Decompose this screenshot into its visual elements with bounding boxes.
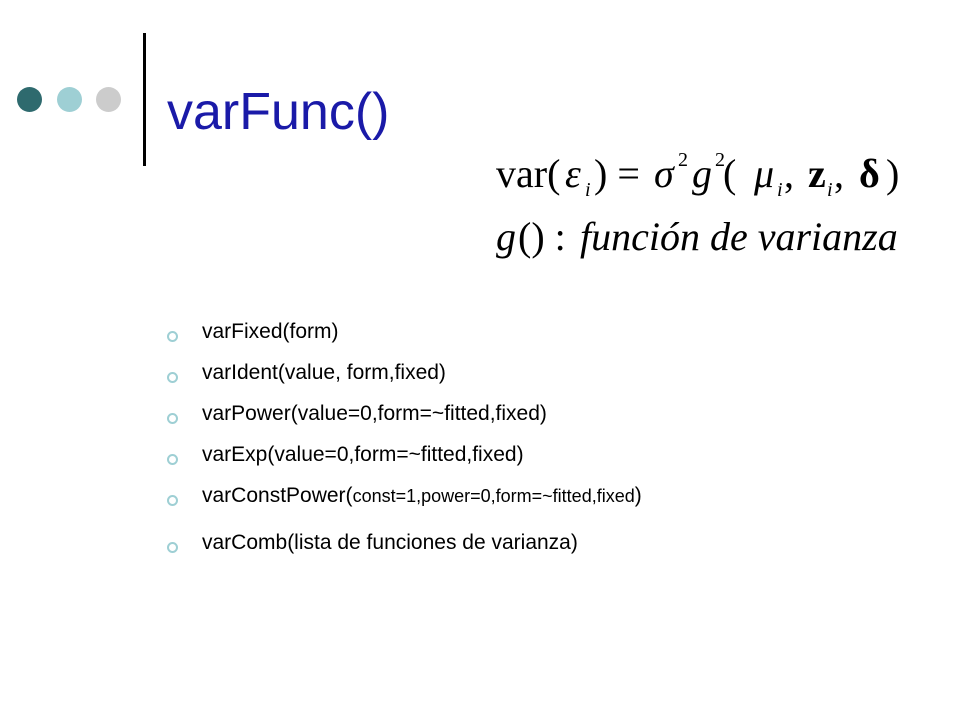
- formula-sub-i-2: i: [777, 179, 783, 201]
- decorative-dots: [17, 87, 127, 113]
- formula-sup2-2: 2: [715, 149, 725, 171]
- formula-close-eq: ) =: [594, 151, 640, 196]
- list-item-text: varFixed(form): [202, 320, 339, 343]
- formula-comma-1: ,: [784, 151, 794, 196]
- list-item-text: varIdent(value, form,fixed): [202, 361, 446, 384]
- formula-line2-parens: () :: [518, 214, 566, 259]
- slide-title: varFunc(): [167, 83, 390, 141]
- bullet-circle-icon: [167, 413, 178, 424]
- list-item-text: varConstPower(const=1,power=0,form=~fitt…: [202, 484, 642, 508]
- bullet-circle-icon: [167, 372, 178, 383]
- formula-comma-2: ,: [834, 151, 844, 196]
- list-item-text-suffix: ): [634, 484, 642, 507]
- formula-delta: δ: [859, 151, 880, 196]
- formula-sub-i-1: i: [585, 179, 591, 201]
- bullet-circle-icon: [167, 542, 178, 553]
- formula-sub-i-3: i: [827, 179, 833, 201]
- formula-g: g: [692, 151, 712, 196]
- dot-dark: [17, 87, 42, 112]
- formula-close-paren: ): [886, 151, 899, 196]
- list-item-text-prefix: varConstPower(: [202, 484, 353, 507]
- formula-mu: μ: [753, 151, 774, 196]
- formula-open-paren: (: [723, 151, 736, 196]
- bullet-circle-icon: [167, 495, 178, 506]
- formula-epsilon: ε: [565, 151, 581, 196]
- title-divider: [143, 33, 146, 166]
- bullet-circle-icon: [167, 331, 178, 342]
- formula-z: z: [808, 151, 826, 196]
- formula-sup2-1: 2: [678, 149, 688, 171]
- formula-line2-g: g: [496, 214, 516, 259]
- dot-mid: [57, 87, 82, 112]
- formula-var: var(: [496, 151, 560, 196]
- list-item-text: varComb(lista de funciones de varianza): [202, 531, 578, 554]
- formula-line2-text: función de varianza: [580, 214, 898, 259]
- dot-light: [96, 87, 121, 112]
- bullet-circle-icon: [167, 454, 178, 465]
- formula-sigma: σ: [654, 151, 675, 196]
- list-item-text: varExp(value=0,form=~fitted,fixed): [202, 443, 524, 466]
- list-item-text-args: const=1,power=0,form=~fitted,fixed: [352, 486, 635, 506]
- formula-block: var( ε i ) = σ 2 g 2 ( μ i , z i , δ ) g…: [492, 140, 932, 270]
- list-item-text: varPower(value=0,form=~fitted,fixed): [202, 402, 547, 425]
